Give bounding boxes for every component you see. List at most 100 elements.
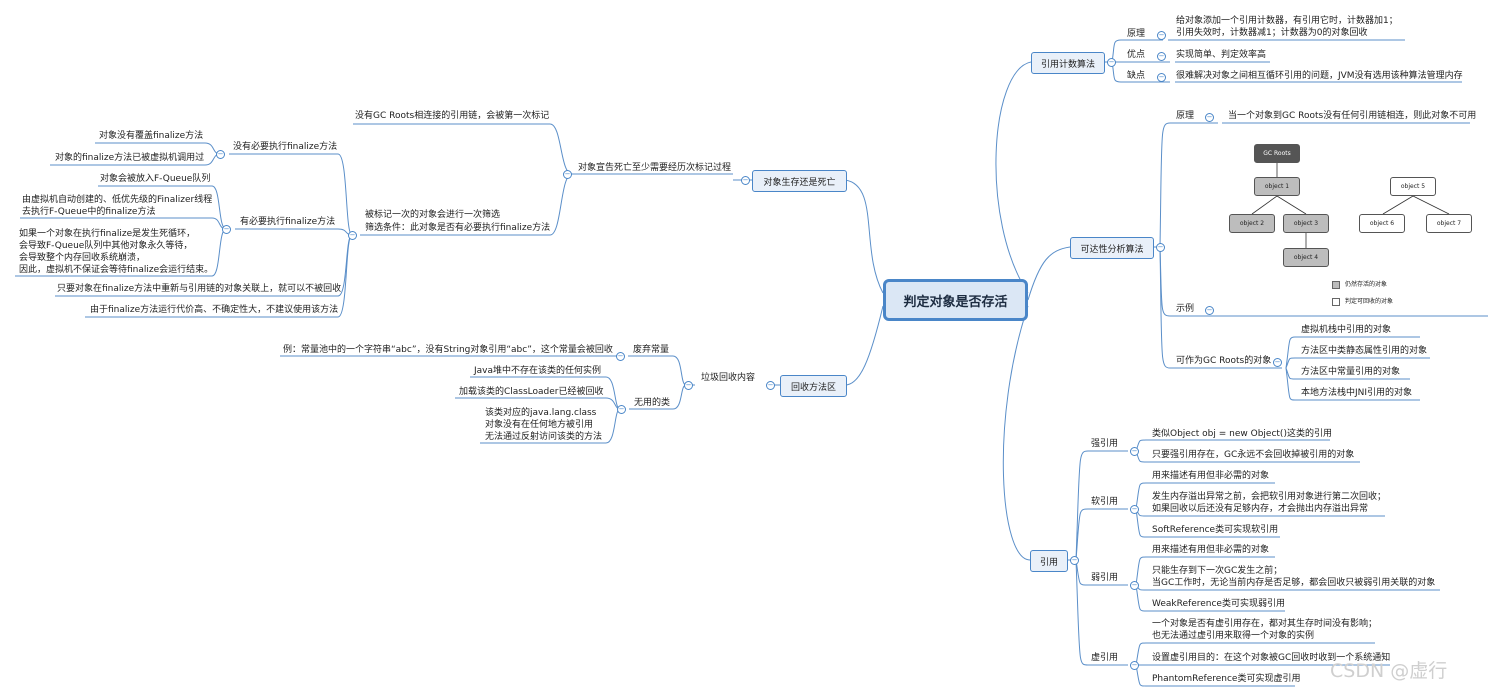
refcount-principle-label: 原理: [1127, 29, 1146, 39]
soft-ref-label: 软引用: [1091, 497, 1119, 507]
reach-roots-label: 可作为GC Roots的对象: [1176, 356, 1272, 366]
diagram-object-6: object 6: [1359, 214, 1405, 233]
diagram-object-7: object 7: [1426, 214, 1472, 233]
deprecated-const-label: 废弃常量: [633, 345, 670, 355]
weak-ref-item: WeakReference类可实现弱引用: [1152, 599, 1285, 609]
collapse-icon[interactable]: −: [1157, 52, 1166, 61]
no-need-item: 对象的finalize方法已被虚拟机调用过: [55, 153, 205, 163]
mark-process-label: 对象宣告死亡至少需要经历次标记过程: [578, 163, 732, 173]
strong-ref-label: 强引用: [1091, 439, 1119, 449]
collapse-icon[interactable]: −: [1157, 73, 1166, 82]
phantom-ref-label: 虚引用: [1091, 653, 1119, 663]
weak-ref-item: 当GC工作时，无论当前内存是否足够，都会回收只被弱引用关联的对象: [1152, 578, 1436, 588]
diagram-object-4: object 4: [1283, 248, 1329, 267]
filter-text-2: 筛选条件：此对象是否有必要执行finalize方法: [365, 223, 551, 233]
reach-root-item: 虚拟机栈中引用的对象: [1301, 325, 1392, 335]
need-item: 如果一个对象在执行finalize是发生死循环，: [19, 229, 196, 239]
watermark: CSDN @虚行: [1330, 660, 1448, 682]
refcount-pros-text: 实现简单、判定效率高: [1176, 50, 1267, 60]
useless-class-item: 加载该类的ClassLoader已经被回收: [459, 387, 604, 397]
collapse-icon[interactable]: −: [1107, 58, 1116, 67]
collapse-icon[interactable]: −: [684, 381, 693, 390]
collapse-icon[interactable]: −: [1205, 113, 1214, 122]
refcount-principle-line1: 给对象添加一个引用计数器，有引用它时，计数器加1；: [1176, 16, 1398, 26]
refcount-cons-label: 缺点: [1127, 71, 1146, 81]
no-need-item: 对象没有覆盖finalize方法: [99, 131, 204, 141]
reach-root-item: 本地方法栈中JNI引用的对象: [1301, 388, 1413, 398]
refcount-pros-label: 优点: [1127, 50, 1146, 60]
collapse-icon[interactable]: −: [1205, 306, 1214, 315]
branch-refcount[interactable]: 引用计数算法: [1031, 52, 1105, 74]
reach-example-label: 示例: [1176, 304, 1195, 314]
strong-ref-item: 类似Object obj = new Object()这类的引用: [1152, 429, 1332, 439]
weak-ref-label: 弱引用: [1091, 573, 1119, 583]
refcount-principle-line2: 引用失效时，计数器减1；计数器为0的对象回收: [1176, 28, 1368, 38]
advice-text: 由于finalize方法运行代价高、不确定性大，不建议使用该方法: [90, 305, 339, 315]
collapse-icon[interactable]: −: [222, 225, 231, 234]
branch-reachability[interactable]: 可达性分析算法: [1070, 237, 1154, 259]
need-finalize-label: 有必要执行finalize方法: [240, 217, 336, 227]
collapse-icon[interactable]: −: [1130, 581, 1139, 590]
useless-class-item: Java堆中不存在该类的任何实例: [474, 366, 602, 376]
legend-dead-label: 判定可回收的对象: [1345, 298, 1394, 305]
soft-ref-item: 用来描述有用但非必需的对象: [1152, 471, 1270, 481]
reach-root-item: 方法区中常量引用的对象: [1301, 367, 1401, 377]
diagram-object-2: object 2: [1229, 214, 1275, 233]
collapse-icon[interactable]: −: [348, 231, 357, 240]
phantom-ref-item: 也无法通过虚引用来取得一个对象的实例: [1152, 631, 1315, 641]
phantom-ref-item: PhantomReference类可实现虚引用: [1152, 674, 1301, 684]
need-item: 因此，虚拟机不保证会等待finalize会运行结束。: [19, 265, 214, 275]
reach-root-item: 方法区中类静态属性引用的对象: [1301, 346, 1428, 356]
need-item: 由虚拟机自动创建的、低优先级的Finalizer线程: [22, 195, 213, 205]
soft-ref-item: SoftReference类可实现软引用: [1152, 525, 1279, 535]
useless-class-item: 该类对应的java.lang.class: [485, 408, 597, 418]
phantom-ref-item: 设置虚引用目的：在这个对象被GC回收时收到一个系统通知: [1152, 653, 1391, 663]
collapse-icon[interactable]: −: [1130, 661, 1139, 670]
useless-class-item: 无法通过反射访问该类的方法: [485, 432, 603, 442]
branch-references[interactable]: 引用: [1030, 550, 1068, 572]
need-item: 去执行F-Queue中的finalize方法: [22, 207, 156, 217]
collapse-icon[interactable]: −: [563, 170, 572, 179]
need-item: 对象会被放入F-Queue队列: [100, 174, 211, 184]
diagram-object-5: object 5: [1390, 177, 1436, 196]
filter-text-1: 被标记一次的对象会进行一次筛选: [365, 210, 501, 220]
first-mark-text: 没有GC Roots相连接的引用链，会被第一次标记: [355, 111, 550, 121]
collapse-icon[interactable]: −: [741, 176, 750, 185]
phantom-ref-item: 一个对象是否有虚引用存在，都对其生存时间没有影响；: [1152, 619, 1378, 629]
diagram-object-3: object 3: [1283, 214, 1329, 233]
collapse-icon[interactable]: −: [1130, 447, 1139, 456]
legend-dead-swatch: [1332, 298, 1340, 306]
no-need-finalize-label: 没有必要执行finalize方法: [233, 142, 338, 152]
reach-principle-text: 当一个对象到GC Roots没有任何引用链相连，则此对象不可用: [1228, 111, 1477, 121]
legend-alive-swatch: [1332, 281, 1340, 289]
diagram-gc-roots: GC Roots: [1254, 144, 1300, 163]
collapse-icon[interactable]: −: [1130, 505, 1139, 514]
collapse-icon[interactable]: −: [617, 405, 626, 414]
branch-method-area[interactable]: 回收方法区: [780, 375, 847, 397]
strong-ref-item: 只要强引用存在，GC永远不会回收掉被引用的对象: [1152, 450, 1355, 460]
refcount-cons-text: 很难解决对象之间相互循环引用的问题，JVM没有选用该种算法管理内存: [1176, 71, 1463, 81]
weak-ref-item: 用来描述有用但非必需的对象: [1152, 545, 1270, 555]
collapse-icon[interactable]: −: [1070, 556, 1079, 565]
need-item: 会导致F-Queue队列中其他对象永久等待，: [19, 241, 193, 251]
soft-ref-item: 如果回收以后还没有足够内存，才会抛出内存溢出异常: [1152, 504, 1369, 514]
relink-text: 只要对象在finalize方法中重新与引用链的对象关联上，就可以不被回收: [57, 284, 342, 294]
deprecated-const-example: 例：常量池中的一个字符串“abc”，没有String对象引用“abc”，这个常量…: [283, 345, 613, 355]
collapse-icon[interactable]: −: [766, 381, 775, 390]
diagram-object-1: object 1: [1254, 177, 1300, 196]
useless-class-label: 无用的类: [634, 398, 671, 408]
collapse-icon[interactable]: −: [1157, 31, 1166, 40]
soft-ref-item: 发生内存溢出异常之前，会把软引用对象进行第二次回收；: [1152, 492, 1387, 502]
root-node[interactable]: 判定对象是否存活: [883, 279, 1028, 321]
need-item: 会导致整个内存回收系统崩溃，: [19, 253, 146, 263]
collapse-icon[interactable]: −: [616, 352, 625, 361]
branch-life-or-death[interactable]: 对象生存还是死亡: [752, 170, 847, 192]
collapse-icon[interactable]: −: [216, 150, 225, 159]
useless-class-item: 对象没有在任何地方被引用: [485, 420, 594, 430]
collapse-icon[interactable]: −: [1156, 243, 1165, 252]
reach-principle-label: 原理: [1176, 111, 1195, 121]
legend-alive-label: 仍然存活的对象: [1345, 281, 1388, 288]
gc-content-label: 垃圾回收内容: [701, 373, 756, 383]
collapse-icon[interactable]: −: [1273, 358, 1282, 367]
